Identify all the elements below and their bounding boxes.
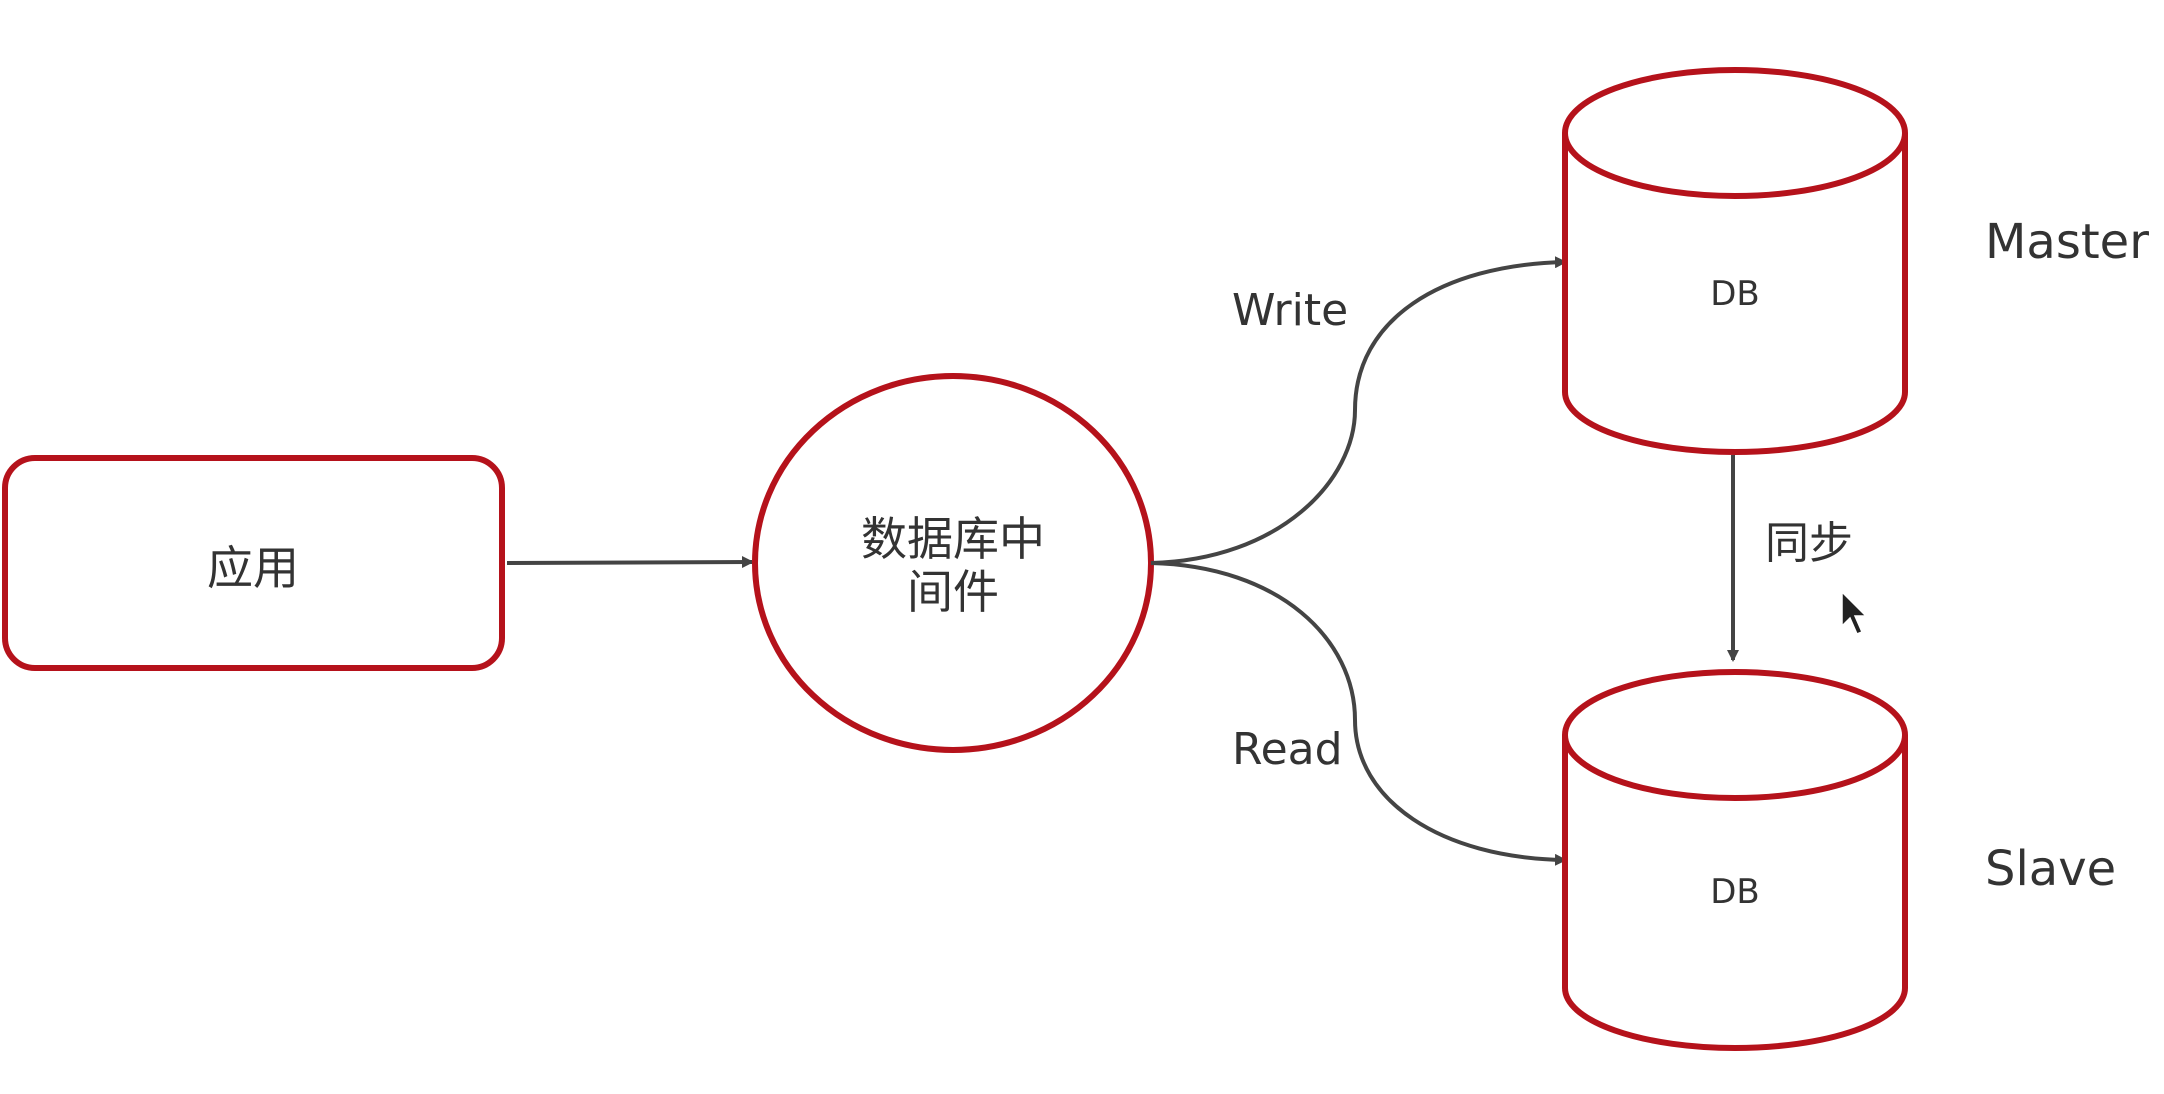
middleware-label-line1: 数据库中 <box>861 512 1045 566</box>
write-label: Write <box>1232 285 1348 336</box>
master-db-cylinder: DB <box>1562 67 1908 455</box>
sync-label: 同步 <box>1765 518 1853 569</box>
slave-db-label: DB <box>1710 872 1760 912</box>
master-db-label: DB <box>1710 274 1760 314</box>
mouse-pointer-icon <box>1841 590 1868 635</box>
app-label: 应用 <box>207 541 299 595</box>
read-arrow <box>1150 561 1567 866</box>
middleware-node: 数据库中 间件 <box>752 373 1154 753</box>
app-to-middleware-arrow <box>506 556 754 569</box>
master-role-label: Master <box>1985 214 2149 270</box>
write-arrow <box>1150 256 1567 565</box>
slave-role-label: Slave <box>1985 841 2116 897</box>
slave-db-cylinder: DB <box>1562 669 1908 1051</box>
read-label: Read <box>1232 724 1343 775</box>
app-node: 应用 <box>2 455 505 671</box>
middleware-label-line2: 间件 <box>907 565 999 619</box>
